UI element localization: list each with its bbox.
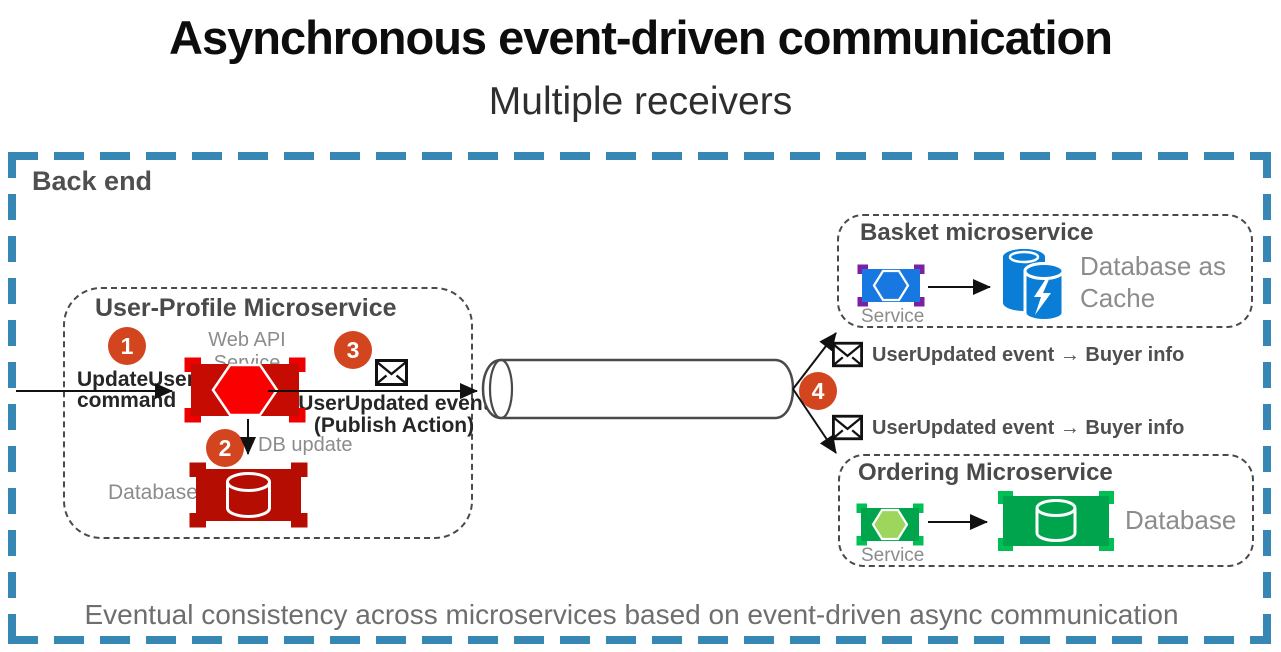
basket-title: Basket microservice (860, 219, 1094, 246)
web-api-service-icon (184, 357, 306, 423)
boundary-right (1263, 152, 1271, 644)
backend-label: Back end (32, 166, 153, 196)
basket-service-label: Service (861, 306, 925, 327)
basket-database-label: Database as Cache (1080, 251, 1226, 313)
user-profile-microservice-box (63, 287, 473, 539)
page-subtitle: Multiple receivers (488, 80, 793, 123)
basket-service-icon (857, 264, 925, 307)
user-updated-message-basket: UserUpdated event → Buyer info (872, 344, 1185, 366)
user-profile-title: User-Profile Microservice (95, 294, 397, 322)
envelope-icon (832, 341, 863, 368)
step-2-badge: 2 (206, 429, 244, 467)
step-4-badge: 4 (799, 372, 837, 410)
caption: Eventual consistency across microservice… (84, 599, 1179, 630)
event-bus-label: Event Bus (Publish/subscribe channel) (499, 360, 781, 409)
envelope-icon (832, 414, 863, 441)
user-profile-database-icon (189, 462, 308, 528)
boundary-bottom (8, 636, 1271, 644)
ordering-service-icon (856, 503, 924, 546)
step-3-badge: 3 (334, 331, 372, 369)
basket-microservice-box (837, 214, 1253, 328)
ordering-service-label: Service (861, 545, 925, 566)
ordering-microservice-box (838, 454, 1254, 567)
ordering-database-icon (998, 491, 1114, 551)
user-updated-message-ordering: UserUpdated event → Buyer info (872, 417, 1185, 439)
redis-cache-icon (1003, 249, 1065, 322)
boundary-left (8, 152, 16, 644)
user-updated-event-label: UserUpdated event (Publish Action) (298, 392, 490, 437)
user-profile-database-label: Database (108, 481, 198, 504)
ordering-database-label: Database (1125, 505, 1237, 535)
boundary-top (8, 152, 1271, 160)
update-user-command-label: UpdateUser command (77, 368, 195, 412)
envelope-icon (375, 359, 408, 386)
ordering-title: Ordering Microservice (858, 459, 1113, 486)
backend-boundary (8, 152, 1271, 644)
page-title: Asynchronous event-driven communication (169, 11, 1113, 64)
db-update-label: DB update (258, 434, 353, 456)
step-1-badge: 1 (108, 327, 146, 365)
